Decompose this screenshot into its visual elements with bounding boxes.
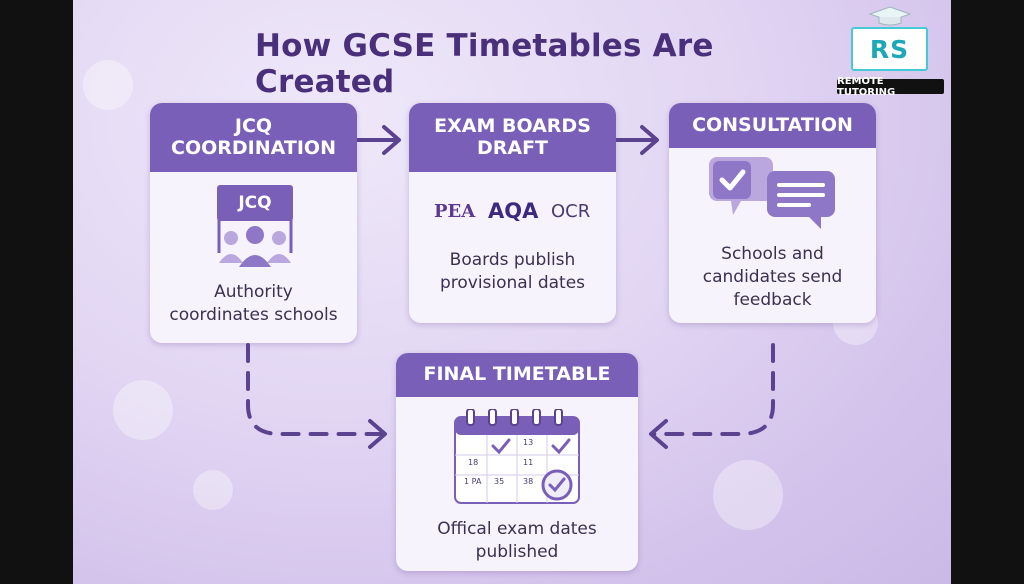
- step-final-card: FINAL TIMETABLE 13 18 11 1 PA 35: [396, 353, 638, 571]
- step-consultation-desc-line3: feedback: [733, 289, 812, 310]
- calendar-cell: 35: [494, 477, 505, 486]
- step-boards-header-line1: EXAM BOARDS: [434, 114, 591, 137]
- brand-logo: RS: [851, 27, 928, 71]
- step-boards-description: Boards publish provisional dates: [409, 249, 616, 295]
- graduation-cap-icon: [868, 6, 912, 26]
- step-boards-header-line2: DRAFT: [476, 136, 549, 159]
- step-final-desc-line1: Offical exam dates: [437, 519, 597, 539]
- step-jcq-header-line2: COORDINATION: [171, 136, 336, 159]
- arrow-jcq-to-boards: [354, 125, 401, 155]
- step-final-description: Offical exam dates published: [396, 518, 638, 564]
- arrow-boards-to-consultation: [614, 125, 659, 155]
- step-boards-desc-line1: Boards publish: [449, 250, 576, 270]
- step-jcq-header: JCQ COORDINATION: [150, 103, 357, 172]
- arrow-consultation-to-final: [650, 343, 775, 436]
- step-final-desc-line2: published: [475, 541, 559, 562]
- arrow-jcq-to-final: [246, 343, 386, 436]
- step-consultation-card: CONSULTATION Schools and candidates send…: [669, 103, 876, 323]
- calendar-cell: 1 PA: [464, 477, 482, 486]
- calendar-cell: 13: [523, 438, 534, 447]
- step-jcq-card: JCQ COORDINATION JCQ Authority coordinat…: [150, 103, 357, 343]
- right-letterbox: [951, 0, 1024, 584]
- aqa-logo: AQA: [488, 199, 539, 223]
- step-consultation-desc-line1: Schools and: [721, 244, 824, 264]
- page-title: How GCSE Timetables Are Created: [255, 28, 714, 100]
- jcq-sign-text: JCQ: [238, 193, 272, 213]
- step-final-header: FINAL TIMETABLE: [396, 353, 638, 397]
- step-boards-card: EXAM BOARDS DRAFT PEA AQA OCR Boards pub…: [409, 103, 616, 323]
- speech-bubbles-icon: [709, 157, 835, 229]
- step-jcq-desc-line1: Authority: [214, 282, 293, 302]
- brand-tagline: REMOTE TUTORING: [837, 76, 944, 98]
- step-jcq-header-line1: JCQ: [234, 114, 273, 137]
- calendar-cell: 38: [523, 477, 534, 486]
- calendar-cell: 18: [468, 458, 479, 467]
- arrowhead-jcq-to-final: [368, 419, 387, 449]
- step-consultation-description: Schools and candidates send feedback: [669, 243, 876, 312]
- arrowhead-consultation-to-final: [649, 419, 668, 449]
- left-letterbox: [0, 0, 73, 584]
- calendar-icon: [454, 409, 580, 504]
- step-boards-desc-line2: provisional dates: [439, 272, 586, 293]
- step-jcq-description: Authority coordinates schools: [150, 281, 357, 327]
- step-consultation-header: CONSULTATION: [669, 103, 876, 148]
- step-consultation-desc-line2: candidates send: [702, 266, 843, 287]
- pearson-logo: PEA: [434, 201, 476, 222]
- step-boards-header: EXAM BOARDS DRAFT: [409, 103, 616, 172]
- step-jcq-desc-line2: coordinates schools: [169, 304, 338, 325]
- people-holding-sign-icon: [217, 185, 293, 267]
- ocr-logo: OCR: [551, 201, 591, 222]
- calendar-cell: 11: [523, 458, 534, 467]
